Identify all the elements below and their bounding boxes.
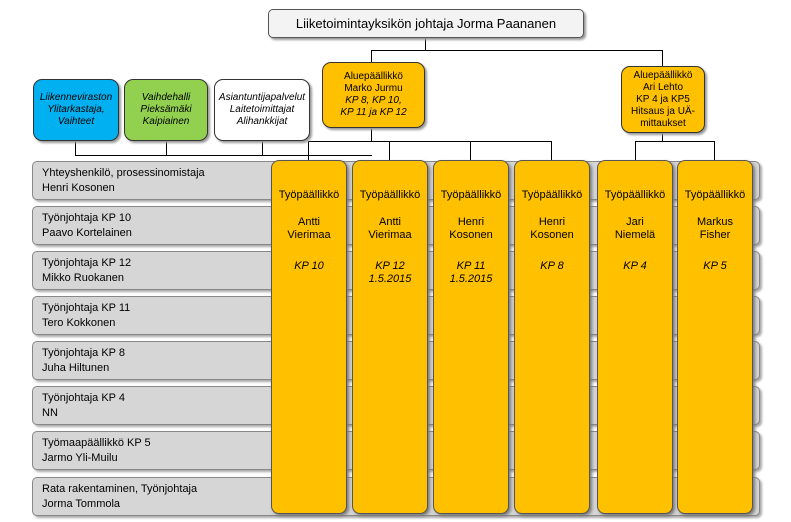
drop-3 bbox=[470, 141, 471, 160]
connector-jurmu-bar bbox=[308, 141, 552, 142]
row-person: Juha Hiltunen bbox=[42, 362, 110, 374]
work-manager-firstname: Henri bbox=[457, 216, 485, 228]
row-title: Työnjohtaja KP 11 bbox=[42, 302, 131, 314]
side-box-line: Vaihdehalli bbox=[141, 92, 191, 103]
row-person: Paavo Kortelainen bbox=[42, 227, 132, 239]
work-manager-date: 1.5.2015 bbox=[449, 273, 493, 285]
side-box-vaihdehalli: Vaihdehalli Pieksämäki Kaipiainen bbox=[124, 79, 208, 141]
work-manager-kp: KP 10 bbox=[294, 260, 324, 272]
connector-to-jurmu bbox=[371, 50, 372, 62]
side-box-line: Liikenneviraston bbox=[39, 92, 113, 103]
work-manager-lastname: Kosonen bbox=[530, 229, 574, 241]
side-box-line: Laitetoimittajat bbox=[229, 104, 295, 115]
area-manager-jurmu: Aluepäällikkö Marko Jurmu KP 8, KP 10, K… bbox=[322, 62, 425, 128]
top-manager-label: Liiketoimintayksikön johtaja Jorma Paana… bbox=[295, 16, 557, 31]
row-person: Mikko Ruokanen bbox=[42, 272, 124, 284]
connector-lehto-bar bbox=[635, 141, 715, 142]
side-box-line: Asiantuntijapalvelut bbox=[218, 92, 306, 103]
work-manager-kp: KP 8 bbox=[540, 260, 564, 272]
drop-4 bbox=[551, 141, 552, 160]
row-title: Työmaapäällikkö KP 5 bbox=[42, 437, 151, 449]
work-manager-kp: KP 5 bbox=[703, 260, 727, 272]
side-box-line: Pieksämäki bbox=[140, 104, 192, 115]
area-manager-line: KP 11 ja KP 12 bbox=[340, 107, 407, 118]
work-manager-firstname: Antti bbox=[297, 216, 320, 228]
drop-5 bbox=[635, 141, 636, 160]
row-title: Rata rakentaminen, Työnjohtaja bbox=[42, 483, 198, 495]
row-person: Henri Kosonen bbox=[42, 182, 115, 194]
row-title: Yhteyshenkilö, prosessinomistaja bbox=[42, 167, 205, 179]
drop-6 bbox=[714, 141, 715, 160]
area-manager-line: Ari Lehto bbox=[642, 81, 684, 93]
drop-2 bbox=[389, 141, 390, 160]
side-box-line: Vaihteet bbox=[57, 116, 95, 127]
work-manager-kp: KP 4 bbox=[623, 260, 647, 272]
row-title: Työnjohtaja KP 8 bbox=[42, 347, 125, 359]
top-manager-box: Liiketoimintayksikön johtaja Jorma Paana… bbox=[268, 9, 584, 38]
connector-jurmu-down bbox=[371, 128, 372, 141]
work-manager-lastname: Fisher bbox=[699, 229, 731, 241]
work-manager-kp: KP 11 bbox=[456, 260, 486, 272]
side-box-line: Alihankkijat bbox=[236, 116, 288, 127]
work-manager-lastname: Kosonen bbox=[449, 229, 493, 241]
area-manager-line: Hitsaus ja UÄ- bbox=[631, 105, 695, 117]
work-manager-lastname: Vierimaa bbox=[287, 229, 331, 241]
area-manager-line: mittaukset bbox=[640, 117, 686, 129]
side-box-asiantuntija: Asiantuntijapalvelut Laitetoimittajat Al… bbox=[214, 79, 310, 141]
work-manager-date: 1.5.2015 bbox=[368, 273, 412, 285]
side-box-line: Kaipiainen bbox=[142, 116, 190, 127]
row-title: Työnjohtaja KP 12 bbox=[42, 257, 132, 269]
connector-top-down bbox=[425, 38, 426, 50]
side-box-line: Ylitarkastaja, bbox=[47, 104, 105, 115]
work-manager-role: Työpäällikkö bbox=[684, 189, 746, 201]
work-manager-role: Työpäällikkö bbox=[440, 189, 502, 201]
connector-lehto-down bbox=[662, 133, 663, 141]
area-manager-line: KP 4 ja KP5 bbox=[636, 93, 690, 105]
area-manager-line: Marko Jurmu bbox=[344, 83, 403, 94]
connector-left-horizontal bbox=[75, 155, 372, 156]
row-person: Jarmo Yli-Muilu bbox=[42, 452, 118, 464]
drop-side-1 bbox=[75, 141, 76, 155]
drop-side-2 bbox=[166, 141, 167, 155]
work-manager-role: Työpäällikkö bbox=[521, 189, 583, 201]
area-manager-line: Aluepäällikkö bbox=[344, 71, 403, 82]
area-manager-line: KP 8, KP 10, bbox=[345, 95, 402, 106]
work-manager-firstname: Henri bbox=[538, 216, 566, 228]
work-manager-firstname: Antti bbox=[378, 216, 401, 228]
work-manager-firstname: Jari bbox=[626, 216, 644, 228]
work-manager-firstname: Markus bbox=[696, 216, 734, 228]
work-manager-role: Työpäällikkö bbox=[359, 189, 421, 201]
work-manager-lastname: Vierimaa bbox=[368, 229, 412, 241]
work-manager-role: Työpäällikkö bbox=[604, 189, 666, 201]
work-manager-kp: KP 12 bbox=[375, 260, 405, 272]
drop-1 bbox=[308, 141, 309, 160]
row-title: Työnjohtaja KP 10 bbox=[42, 212, 132, 224]
area-manager-lehto: Aluepäällikkö Ari Lehto KP 4 ja KP5 Hits… bbox=[621, 66, 705, 133]
row-person: NN bbox=[42, 407, 58, 419]
work-manager-lastname: Niemelä bbox=[614, 229, 656, 241]
side-box-liikennevirasto: Liikenneviraston Ylitarkastaja, Vaihteet bbox=[33, 79, 119, 141]
connector-to-lehto bbox=[662, 50, 663, 66]
row-person: Jorma Tommola bbox=[42, 498, 121, 510]
work-manager-role: Työpäällikkö bbox=[278, 189, 340, 201]
row-person: Tero Kokkonen bbox=[42, 317, 116, 329]
row-title: Työnjohtaja KP 4 bbox=[42, 392, 125, 404]
drop-side-3 bbox=[262, 141, 263, 155]
area-manager-line: Aluepäällikkö bbox=[633, 69, 693, 81]
connector-top-horizontal bbox=[371, 50, 663, 51]
